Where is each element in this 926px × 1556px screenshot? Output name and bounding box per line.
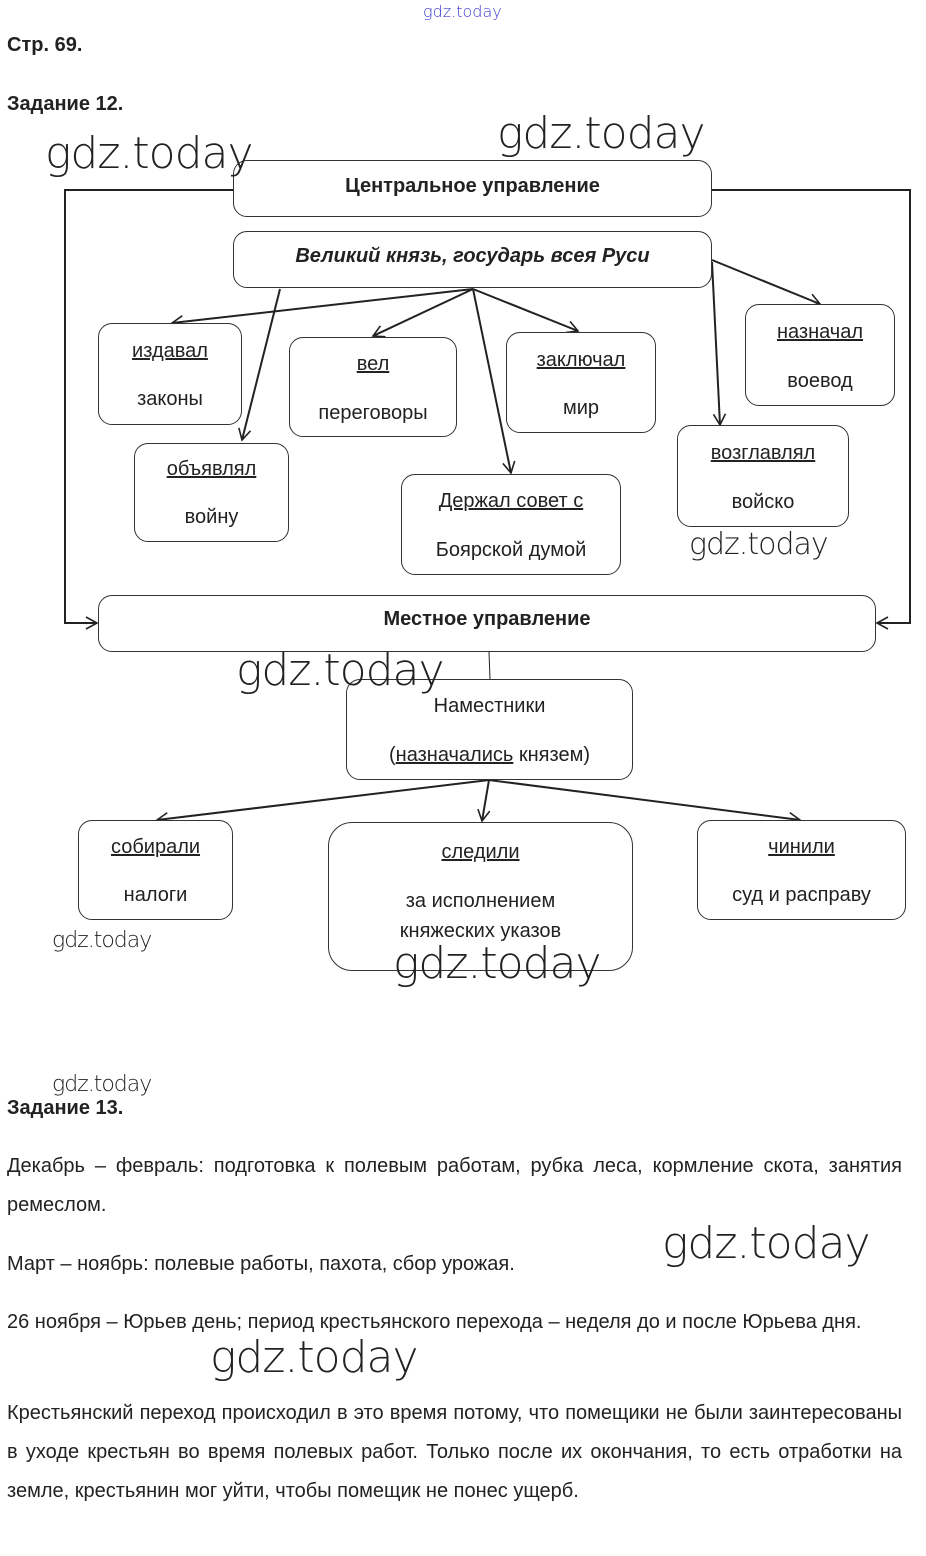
node-verb: возглавлял — [710, 442, 816, 464]
node-object: мир — [562, 397, 600, 419]
node-war: объявлял войну — [134, 443, 289, 542]
grand-prince-box: Великий князь, государь всея Руси — [233, 231, 712, 288]
paragraph-winter: Декабрь – февраль: подготовка к полевым … — [7, 1155, 902, 1216]
node-verb: заключал — [536, 349, 626, 371]
node-object: Боярской думой — [435, 539, 587, 561]
node-court: чинили суд и расправу — [697, 820, 906, 920]
local-administration-box: Местное управление — [98, 595, 876, 652]
node-verb: следили — [441, 841, 520, 863]
node-decrees: следили за исполнением княжеских указов — [328, 822, 633, 971]
node-verb: издавал — [132, 340, 208, 362]
node-verb: объявлял — [166, 458, 257, 480]
node-object: воевод — [787, 370, 853, 392]
governors-box: Наместники (назначались князем) — [346, 679, 633, 780]
node-peace: заключал мир — [506, 332, 656, 433]
watermark: gdz.today — [393, 938, 602, 989]
page-number: Стр. 69. — [7, 34, 83, 56]
node-verb: Держал совет с — [438, 490, 584, 512]
task-12-title: Задание 12. — [7, 93, 124, 115]
by-prince: князем) — [513, 744, 590, 766]
arrow-central-to-local-left — [64, 189, 233, 630]
node-object: за исполнением — [405, 890, 556, 912]
watermark: gdz.today — [52, 928, 152, 953]
node-boyar-duma: Держал совет с Боярской думой — [401, 474, 621, 575]
node-laws: издавал законы — [98, 323, 242, 425]
local-administration-label: Местное управление — [383, 608, 591, 630]
node-object: налоги — [123, 884, 188, 906]
watermark: gdz.today — [236, 645, 445, 696]
node-object: суд и расправу — [732, 884, 871, 906]
node-verb: вел — [356, 353, 390, 375]
paren: ( — [389, 744, 396, 766]
node-taxes: собирали налоги — [78, 820, 233, 920]
node-object: законы — [137, 388, 203, 410]
watermark: gdz.today — [210, 1332, 419, 1383]
paragraph-yuriev-day: 26 ноября – Юрьев день; период крестьянс… — [7, 1311, 862, 1333]
watermark: gdz.today — [689, 527, 829, 562]
node-verb: собирали — [110, 836, 201, 858]
grand-prince-label: Великий князь, государь всея Руси — [295, 245, 650, 267]
task-13-title: Задание 13. — [7, 1097, 124, 1119]
node-object: войну — [184, 506, 239, 528]
watermark: gdz.today — [497, 108, 706, 159]
paragraph-explanation: Крестьянский переход происходил в это вр… — [7, 1402, 902, 1502]
node-verb: назначал — [776, 321, 864, 343]
central-administration-box: Центральное управление — [233, 160, 712, 217]
node-object: войско — [731, 491, 795, 513]
central-administration-label: Центральное управление — [345, 175, 600, 197]
paragraph-spring: Март – ноябрь: полевые работы, пахота, с… — [7, 1253, 515, 1275]
node-army: возглавлял войско — [677, 425, 849, 527]
arrow-central-to-local-right — [712, 189, 911, 630]
governors-title: Наместники — [433, 695, 546, 717]
watermark: gdz.today — [662, 1218, 871, 1269]
watermark: gdz.today — [45, 128, 254, 179]
node-verb: чинили — [768, 836, 835, 858]
node-voivodes: назначал воевод — [745, 304, 895, 406]
appointed-word: назначались — [395, 744, 514, 766]
node-object-line2: княжеских указов — [399, 920, 562, 942]
governors-note: (назначались князем) — [347, 744, 632, 767]
node-object: переговоры — [318, 402, 428, 424]
watermark: gdz.today — [52, 1072, 152, 1097]
diagram-connectors — [64, 189, 911, 826]
site-watermark-link: gdz.today — [423, 2, 502, 21]
node-negotiations: вел переговоры — [289, 337, 457, 437]
